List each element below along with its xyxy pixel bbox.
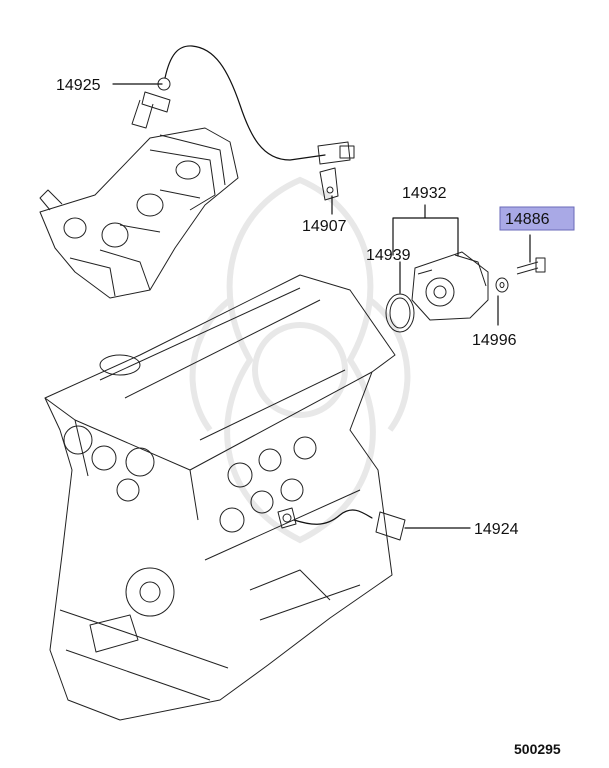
exhaust-manifold (39, 127, 239, 299)
part-number-14925[interactable]: 14925 (56, 77, 101, 94)
knock-sensor[interactable] (277, 507, 406, 541)
oxygen-sensor-front[interactable] (131, 45, 355, 165)
watermark-emblem (189, 176, 411, 544)
highlight-14886 (499, 206, 575, 231)
diagram-reference-number: 500295 (514, 741, 561, 757)
part-number-14886[interactable]: 14886 (505, 211, 550, 228)
gasket-ring[interactable] (385, 293, 415, 333)
sensor-bracket[interactable] (319, 167, 339, 201)
part-number-14939[interactable]: 14939 (366, 247, 411, 264)
part-number-14996[interactable]: 14996 (472, 332, 517, 349)
washer[interactable] (495, 277, 509, 293)
part-number-14907[interactable]: 14907 (302, 218, 347, 235)
leader-lines (112, 83, 531, 529)
bolt[interactable] (516, 257, 546, 275)
part-number-14932[interactable]: 14932 (402, 185, 447, 202)
engine-block (44, 274, 396, 721)
part-number-14924[interactable]: 14924 (474, 521, 519, 538)
throttle-position-sensor[interactable] (411, 251, 489, 321)
